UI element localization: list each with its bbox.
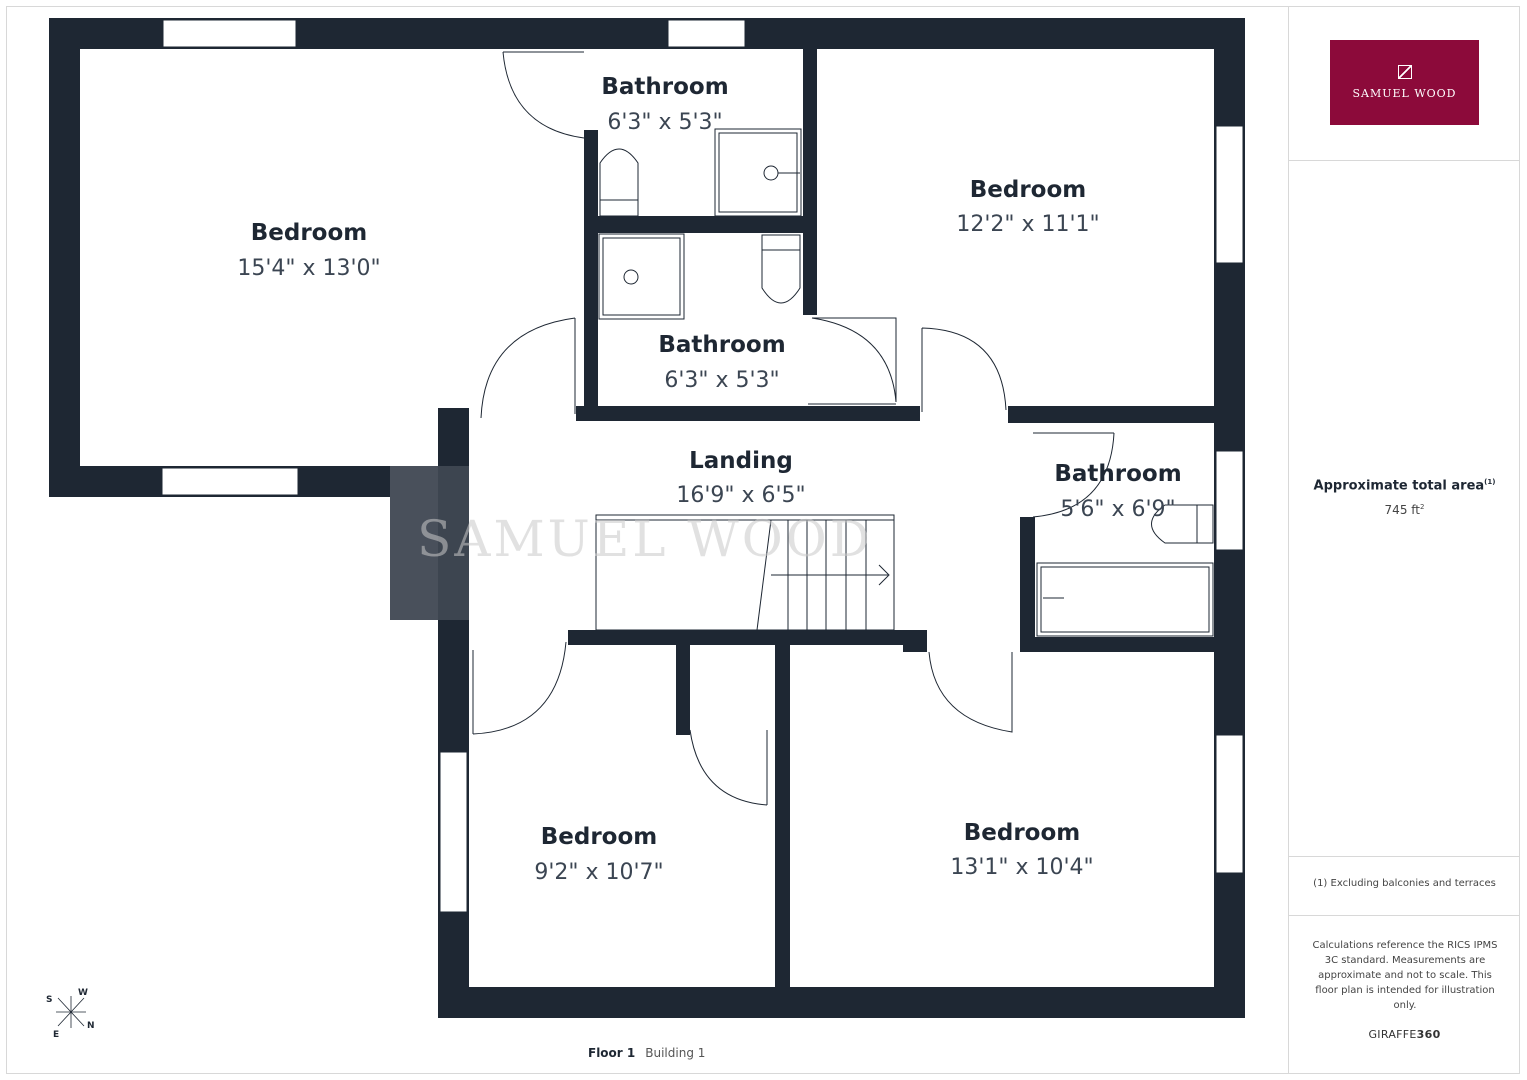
room-dimensions: 6'3" x 5'3": [664, 368, 779, 393]
room-name: Landing: [689, 448, 793, 474]
logo-text: SAMUEL WOOD: [1352, 87, 1457, 100]
room-dimensions: 16'9" x 6'5": [676, 483, 805, 508]
floor-name: Floor 1: [588, 1046, 636, 1060]
room-name: Bathroom: [601, 74, 728, 100]
compass-w: W: [78, 988, 88, 998]
building-name: Building 1: [645, 1046, 706, 1060]
area-note-mark: (1): [1484, 478, 1496, 486]
calculation-note: Calculations reference the RICS IPMS 3C …: [1312, 940, 1498, 1011]
room-name: Bedroom: [964, 820, 1081, 846]
room-name: Bedroom: [541, 824, 658, 850]
windows: [161, 19, 1244, 913]
watermark: SAMUEL WOOD: [417, 510, 873, 568]
divider: [1289, 915, 1520, 916]
page-frame: [6, 6, 1520, 1074]
room-dimensions: 9'2" x 10'7": [534, 860, 663, 885]
area-value: 745 ft2: [1289, 503, 1520, 517]
room-dimensions: 12'2" x 11'1": [956, 212, 1099, 237]
floor-plan: SAMUEL WOOD Bedroom 15'4" x 13'0" Bathro…: [46, 18, 1245, 1040]
room-name: Bathroom: [658, 332, 785, 358]
exclusion-note: (1) Excluding balconies and terraces: [1313, 878, 1496, 889]
info-sidebar: SAMUEL WOOD Approximate total area(1) 74…: [1288, 6, 1520, 1074]
brand-prefix: GIRAFFE: [1368, 1028, 1417, 1041]
compass-n: N: [87, 1021, 95, 1031]
area-unit-sup: 2: [1419, 503, 1425, 511]
room-name: Bedroom: [970, 177, 1087, 203]
compass-s: S: [46, 995, 52, 1005]
room-dimensions: 5'6" x 6'9": [1060, 497, 1175, 522]
compass-icon: [56, 996, 86, 1028]
divider: [1289, 160, 1520, 161]
room-dimensions: 15'4" x 13'0": [237, 256, 380, 281]
area-title-text: Approximate total area: [1313, 478, 1485, 494]
fixtures: [595, 128, 1214, 637]
room-dimensions: 13'1" x 10'4": [950, 855, 1093, 880]
brand-suffix: 360: [1416, 1028, 1441, 1041]
area-value-text: 745 ft: [1384, 503, 1420, 517]
room-dimensions: 6'3" x 5'3": [607, 110, 722, 135]
giraffe360-brand: GIRAFFE360: [1289, 1028, 1520, 1041]
floor-label: Floor 1 Building 1: [588, 1046, 705, 1060]
room-name: Bathroom: [1054, 461, 1181, 487]
room-name: Bedroom: [251, 220, 368, 246]
divider: [1289, 856, 1520, 857]
area-title: Approximate total area(1): [1289, 478, 1520, 493]
logo-mark-icon: [1397, 65, 1412, 79]
doors: [472, 51, 1115, 806]
compass-e: E: [53, 1030, 59, 1040]
samuel-wood-logo: SAMUEL WOOD: [1330, 40, 1479, 125]
